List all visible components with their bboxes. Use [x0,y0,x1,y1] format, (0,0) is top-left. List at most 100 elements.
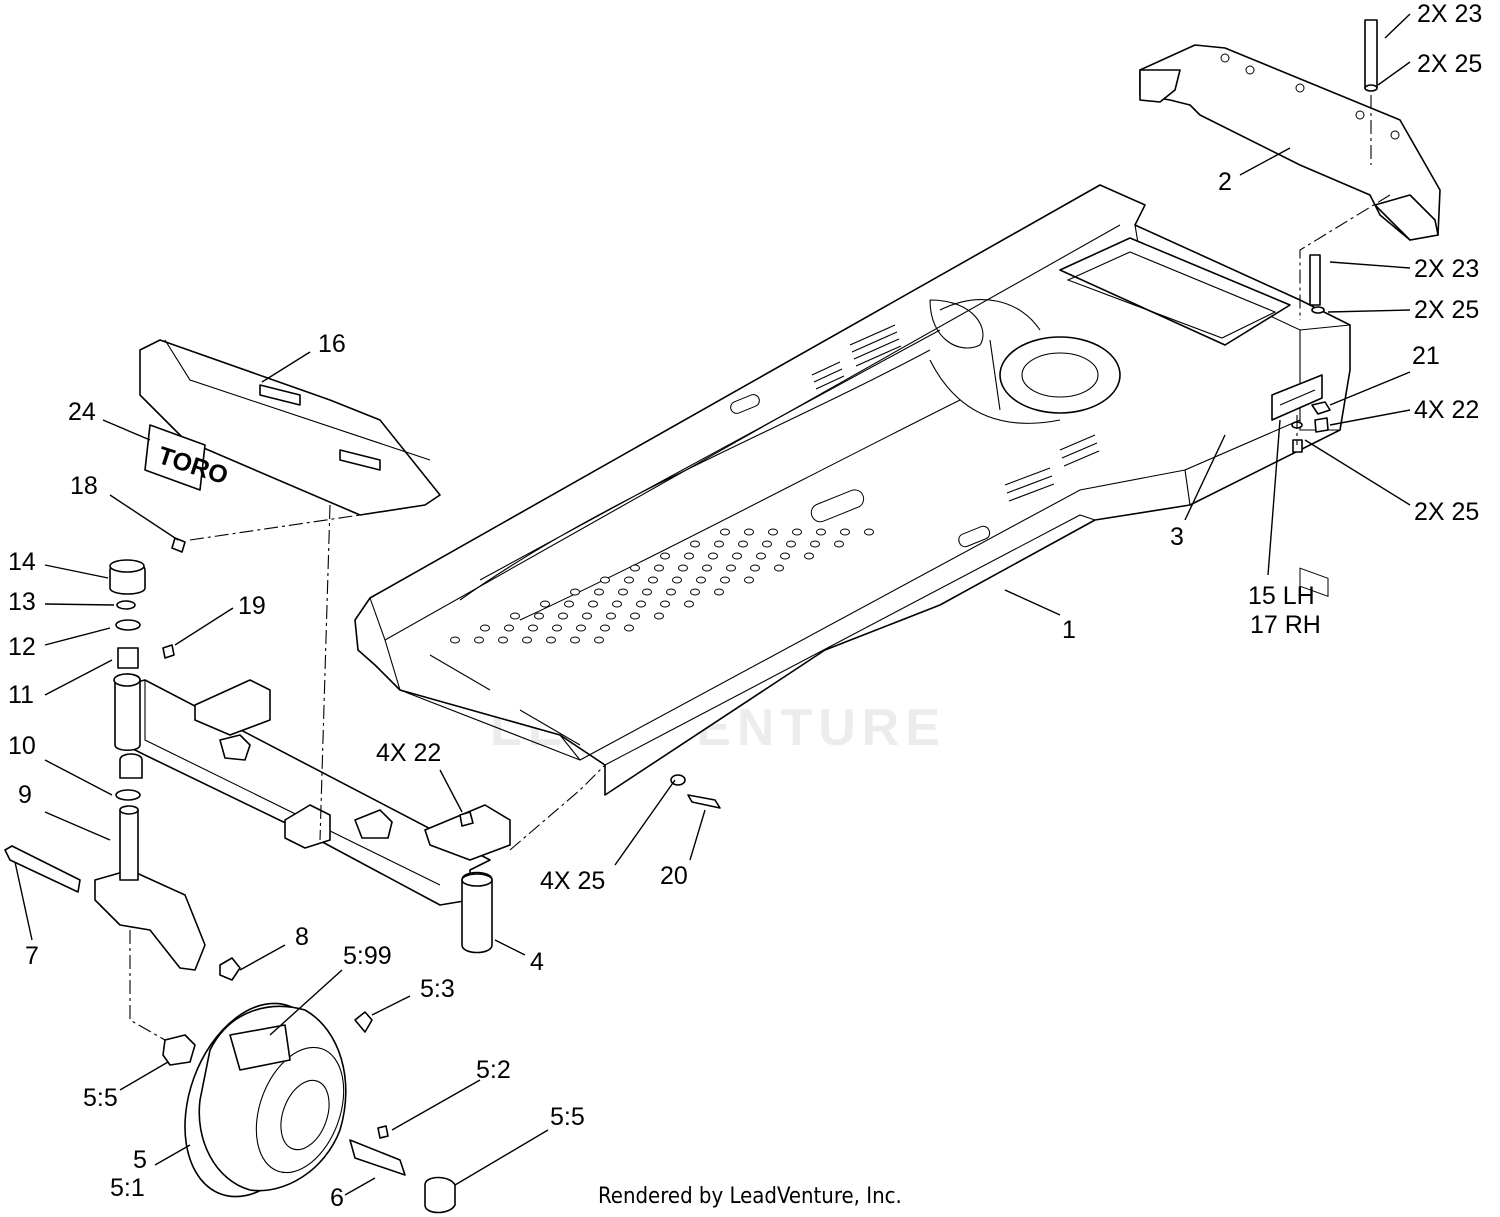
perforation-hole [630,612,640,620]
perforation-hole [528,624,538,632]
perforation-hole [732,552,742,560]
perforation-hole [654,612,664,620]
callout-16: 16 [318,330,346,358]
callout-9: 9 [18,781,32,809]
perforation-hole [498,636,508,644]
callout-5-3: 5:3 [420,975,455,1003]
perforation-hole [726,564,736,572]
callout-5-5-right: 5:5 [550,1103,585,1131]
perforation-hole [552,624,562,632]
callout-21: 21 [1412,342,1440,370]
perforation-hole [744,576,754,584]
perforation-hole [762,540,772,548]
perforation-hole [474,636,484,644]
perforation-hole [576,624,586,632]
perforation-hole [612,600,622,608]
perforation-hole [750,564,760,572]
perforation-hole [648,576,658,584]
floor-perforations [450,528,874,644]
perforation-hole [810,540,820,548]
perforation-hole [588,600,598,608]
callout-5-99: 5:99 [343,942,392,970]
perforation-hole [504,624,514,632]
perforation-hole [558,612,568,620]
rear-bumper-part-2 [1139,44,1441,598]
perforation-hole [600,576,610,584]
perforation-hole [570,588,580,596]
perforation-hole [708,552,718,560]
front-axle-part-4 [113,673,511,954]
assembly-centerlines [129,95,1391,1041]
perforation-hole [564,600,574,608]
callout-4x-22-front: 4X 22 [376,739,441,767]
callout-20: 20 [660,862,688,890]
callout-2x-25-mid: 2X 25 [1414,296,1479,324]
perforation-hole [684,600,694,608]
perforation-hole [624,576,634,584]
perforation-hole [864,528,874,536]
perforation-hole [654,564,664,572]
perforation-hole [450,636,460,644]
perforation-hole [534,612,544,620]
perforation-hole [720,576,730,584]
callout-13: 13 [8,588,36,616]
callout-5: 5 [133,1146,147,1174]
callout-19: 19 [238,592,266,620]
perforation-hole [786,540,796,548]
perforation-hole [618,588,628,596]
render-credit: Rendered by LeadVenture, Inc. [598,1184,902,1209]
perforation-hole [582,612,592,620]
callout-3: 3 [1170,523,1184,551]
perforation-hole [720,528,730,536]
perforation-hole [696,576,706,584]
callout-24: 24 [68,398,96,426]
callout-10: 10 [8,732,36,760]
callout-14: 14 [8,548,36,576]
callout-12: 12 [8,633,36,661]
perforation-hole [714,540,724,548]
callout-7: 7 [25,942,39,970]
footrest-part-16: TORO [139,339,441,516]
perforation-hole [774,564,784,572]
perforation-hole [522,636,532,644]
callout-4x-22-rear: 4X 22 [1414,396,1479,424]
callout-18: 18 [70,472,98,500]
callout-2x-23-top: 2X 23 [1417,0,1482,28]
perforation-hole [594,636,604,644]
perforation-hole [510,612,520,620]
perforation-hole [714,588,724,596]
frame-part-1 [354,184,1351,796]
caster-fork-part-9 [4,537,474,981]
callout-5-1: 5:1 [110,1174,145,1202]
perforation-hole [642,588,652,596]
perforation-hole [624,624,634,632]
perforation-hole [678,564,688,572]
rear-hardware [670,19,1378,809]
perforation-hole [804,552,814,560]
perforation-hole [636,600,646,608]
callout-2x-25-low: 2X 25 [1414,498,1479,526]
leader-lines [14,13,1411,1196]
perforation-hole [570,636,580,644]
caster-wheel-part-5 [162,1002,456,1214]
perforation-hole [840,528,850,536]
callout-5-5-left: 5:5 [83,1084,118,1112]
callout-2x-23-mid: 2X 23 [1414,255,1479,283]
perforation-hole [834,540,844,548]
perforation-hole [660,600,670,608]
callout-8: 8 [295,923,309,951]
perforation-hole [600,624,610,632]
callout-labels: 2X 23 2X 25 2 2X 23 2X 25 21 4X 22 2X 25… [8,0,1482,1212]
perforation-hole [780,552,790,560]
perforation-hole [690,540,700,548]
callout-17-rh: 17 RH [1250,611,1321,639]
perforation-hole [660,552,670,560]
perforation-hole [690,588,700,596]
callout-5-2: 5:2 [476,1056,511,1084]
callout-1: 1 [1062,616,1076,644]
perforation-hole [594,588,604,596]
perforation-hole [744,528,754,536]
callout-2: 2 [1218,168,1232,196]
perforation-hole [792,528,802,536]
